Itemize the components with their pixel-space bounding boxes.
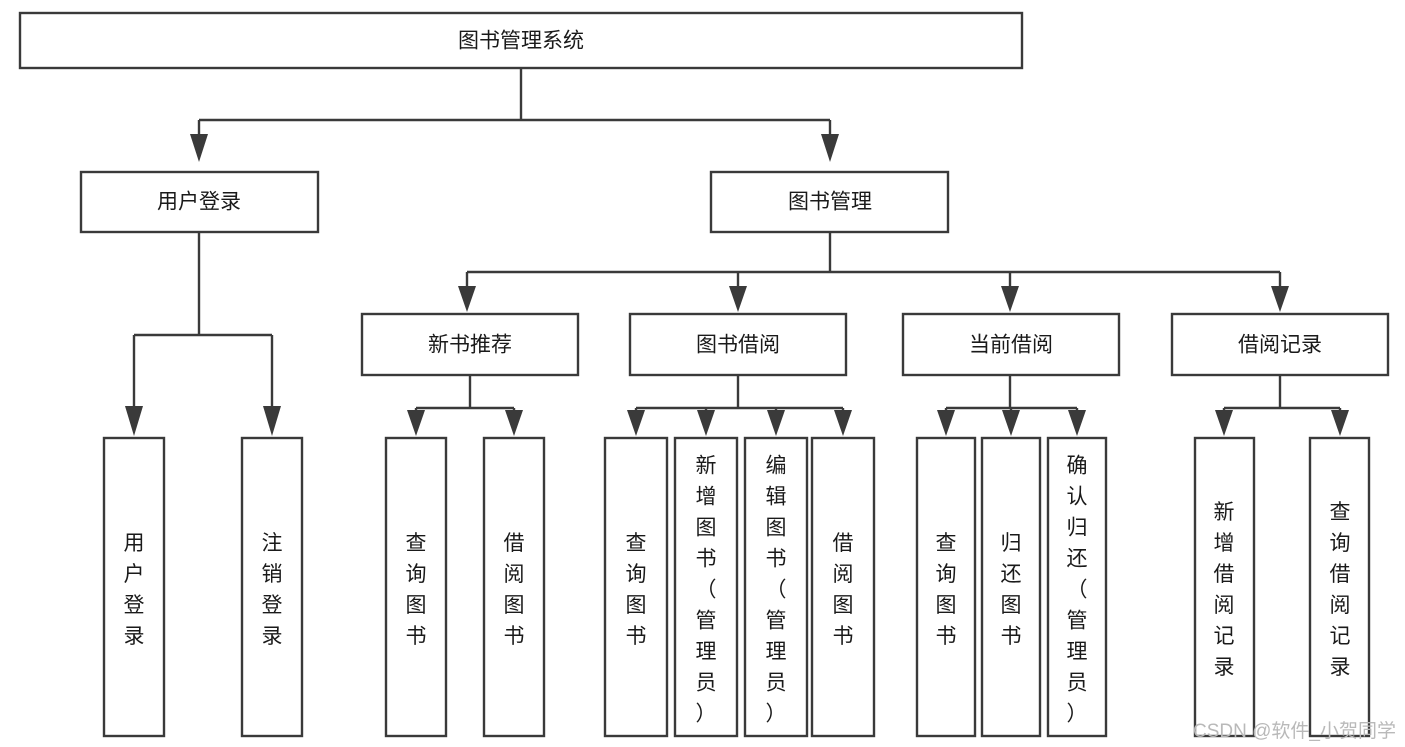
borrow-record-label: 借阅记录 xyxy=(1238,334,1322,357)
arrow-currentborrow-to-leaf3 xyxy=(1068,410,1086,436)
leaf-user-logout-box[interactable] xyxy=(240,436,304,738)
arrow-bookborrow-to-leaf4 xyxy=(834,410,852,436)
node-leaf-query-book-2[interactable]: 查询图书 xyxy=(603,436,669,738)
node-leaf-add-borrow-record[interactable]: 新增借阅记录 xyxy=(1193,436,1256,738)
book-manage-label: 图书管理 xyxy=(788,191,872,214)
node-leaf-query-book-1[interactable]: 查询图书 xyxy=(384,436,448,738)
node-book-manage[interactable]: 图书管理 xyxy=(709,170,950,234)
current-borrow-label: 当前借阅 xyxy=(969,334,1053,357)
leaf-query-book-1-label: 查询图书 xyxy=(406,532,427,648)
new-book-recommend-box[interactable] xyxy=(360,312,580,377)
new-book-recommend-label: 新书推荐 xyxy=(428,334,512,357)
node-borrow-record[interactable]: 借阅记录 xyxy=(1170,312,1390,377)
leaf-add-book-admin-label: 新增图书（管理员） xyxy=(696,454,717,725)
node-book-borrow[interactable]: 图书借阅 xyxy=(628,312,848,377)
arrow-bookmanage-to-currentborrow xyxy=(1001,286,1019,312)
node-leaf-borrow-book-2[interactable]: 借阅图书 xyxy=(810,436,876,738)
root-label: 图书管理系统 xyxy=(458,30,584,53)
book-manage-box[interactable] xyxy=(709,170,950,234)
leaf-query-book-3-box[interactable] xyxy=(915,436,977,738)
node-leaf-query-book-3[interactable]: 查询图书 xyxy=(915,436,977,738)
book-borrow-box[interactable] xyxy=(628,312,848,377)
leaf-query-book-2-box[interactable] xyxy=(603,436,669,738)
arrow-currentborrow-to-leaf2 xyxy=(1002,410,1020,436)
borrow-record-box[interactable] xyxy=(1170,312,1390,377)
arrow-userlogin-to-leaf2 xyxy=(263,406,281,436)
leaf-borrow-book-2-box[interactable] xyxy=(810,436,876,738)
node-leaf-add-book-admin[interactable]: 新增图书（管理员） xyxy=(673,436,739,738)
leaf-edit-book-admin-label: 编辑图书（管理员） xyxy=(766,454,787,725)
arrow-bookborrow-to-leaf3 xyxy=(767,410,785,436)
arrow-bookmanage-to-newbook xyxy=(458,286,476,312)
leaf-query-book-3-label: 查询图书 xyxy=(936,532,957,648)
book-borrow-label: 图书借阅 xyxy=(696,334,780,357)
node-root[interactable]: 图书管理系统 xyxy=(18,11,1024,70)
leaf-return-book-box[interactable] xyxy=(980,436,1042,738)
arrow-userlogin-to-leaf1 xyxy=(125,406,143,436)
leaf-query-book-1-box[interactable] xyxy=(384,436,448,738)
arrow-bookborrow-to-leaf2 xyxy=(697,410,715,436)
node-leaf-borrow-book-1[interactable]: 借阅图书 xyxy=(482,436,546,738)
leaf-confirm-return-admin-box[interactable] xyxy=(1046,436,1108,738)
leaf-user-login-label: 用户登录 xyxy=(124,532,145,648)
leaf-confirm-return-admin-label: 确认归还（管理员） xyxy=(1067,454,1088,725)
leaf-borrow-book-2-label: 借阅图书 xyxy=(833,532,854,648)
connector-layer xyxy=(125,68,1349,436)
leaf-query-borrow-record-label: 查询借阅记录 xyxy=(1330,501,1351,679)
arrow-root-to-book-manage xyxy=(821,134,839,162)
node-leaf-confirm-return-admin[interactable]: 确认归还（管理员） xyxy=(1046,436,1108,738)
arrow-newbook-to-leaf1 xyxy=(407,410,425,436)
csdn-watermark: CSDN @软件_小贺同学 xyxy=(1193,720,1396,742)
leaf-borrow-book-1-label: 借阅图书 xyxy=(504,532,525,648)
node-leaf-user-logout[interactable]: 注销登录 xyxy=(240,436,304,738)
leaf-borrow-book-1-box[interactable] xyxy=(482,436,546,738)
arrow-currentborrow-to-leaf1 xyxy=(937,410,955,436)
user-login-box[interactable] xyxy=(79,170,320,234)
leaf-user-login-box[interactable] xyxy=(102,436,166,738)
arrow-newbook-to-leaf2 xyxy=(505,410,523,436)
node-leaf-return-book[interactable]: 归还图书 xyxy=(980,436,1042,738)
arrow-bookmanage-to-borrowrecord xyxy=(1271,286,1289,312)
leaf-edit-book-admin-box[interactable] xyxy=(743,436,809,738)
node-leaf-query-borrow-record[interactable]: 查询借阅记录 xyxy=(1308,436,1371,738)
user-login-label: 用户登录 xyxy=(157,191,241,214)
arrow-bookborrow-to-leaf1 xyxy=(627,410,645,436)
leaf-add-borrow-record-box[interactable] xyxy=(1193,436,1256,738)
node-leaf-edit-book-admin[interactable]: 编辑图书（管理员） xyxy=(743,436,809,738)
leaf-add-borrow-record-label: 新增借阅记录 xyxy=(1214,501,1235,679)
leaf-return-book-label: 归还图书 xyxy=(1001,532,1022,648)
arrow-borrowrecord-to-leaf2 xyxy=(1331,410,1349,436)
root-box[interactable] xyxy=(18,11,1024,70)
arrow-borrowrecord-to-leaf1 xyxy=(1215,410,1233,436)
current-borrow-box[interactable] xyxy=(901,312,1121,377)
node-new-book-recommend[interactable]: 新书推荐 xyxy=(360,312,580,377)
leaf-user-logout-label: 注销登录 xyxy=(262,532,283,648)
leaf-query-book-2-label: 查询图书 xyxy=(626,532,647,648)
node-leaf-user-login[interactable]: 用户登录 xyxy=(102,436,166,738)
leaf-add-book-admin-box[interactable] xyxy=(673,436,739,738)
arrow-bookmanage-to-bookborrow xyxy=(729,286,747,312)
node-user-login[interactable]: 用户登录 xyxy=(79,170,320,234)
leaf-query-borrow-record-box[interactable] xyxy=(1308,436,1371,738)
arrow-root-to-user-login xyxy=(190,134,208,162)
node-current-borrow[interactable]: 当前借阅 xyxy=(901,312,1121,377)
